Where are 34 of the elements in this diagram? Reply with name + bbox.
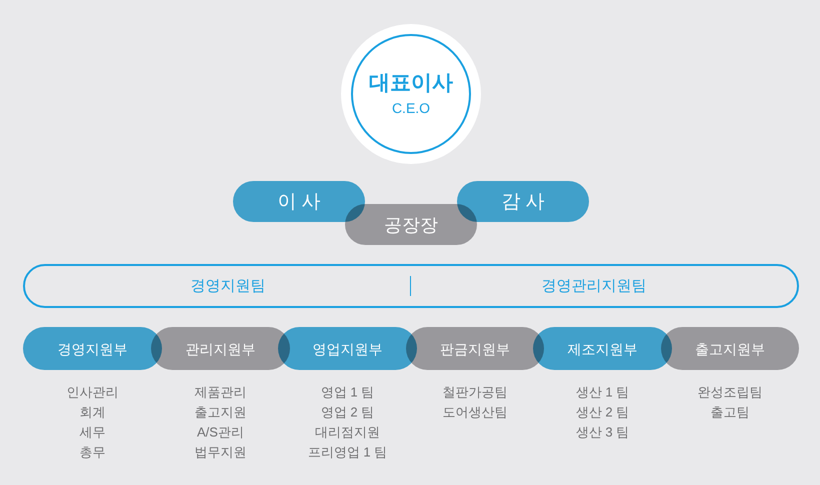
team-label: 대리점지원 [315,426,380,438]
team-label: 도어생산팀 [442,406,508,418]
team-label: 완성조립팀 [698,386,762,398]
node-label: 경영지원부 [58,342,128,356]
node-label: 감 사 [501,192,545,211]
circle-node [341,24,481,164]
team-label: 법무지원 [194,446,246,458]
team-label: 영업 2 팀 [320,406,374,418]
banner-label: 경영관리지원팀 [542,278,646,294]
subtitle-label: C.E.O [392,101,430,115]
team-label: 생산 3 팀 [576,426,630,438]
team-label: 영업 1 팀 [320,386,374,398]
team-label: 철판가공팀 [442,386,508,398]
title-label: 대표이사 [369,72,453,94]
team-label: 제품관리 [194,386,246,398]
team-label: 회계 [80,406,106,418]
node-label: 판금지원부 [440,342,510,356]
team-label: 출고지원 [194,406,246,418]
team-label: 출고팀 [710,406,750,418]
node-label: 공장장 [384,216,438,234]
team-label: 총무 [80,446,106,458]
team-label: 인사관리 [66,386,118,398]
node-label: 제조지원부 [568,342,638,356]
node-label: 관리지원부 [186,342,256,356]
team-label: 생산 2 팀 [576,406,630,418]
team-label: 프리영업 1 팀 [308,446,388,458]
team-label: A/S관리 [197,426,244,438]
node-label: 출고지원부 [695,342,765,356]
node-label: 영업지원부 [312,342,382,356]
banner-label: 경영지원팀 [190,278,266,294]
team-label: 세무 [80,426,106,438]
banner-box [23,264,799,308]
team-label: 생산 1 팀 [576,386,630,398]
node-label: 이 사 [277,192,321,211]
